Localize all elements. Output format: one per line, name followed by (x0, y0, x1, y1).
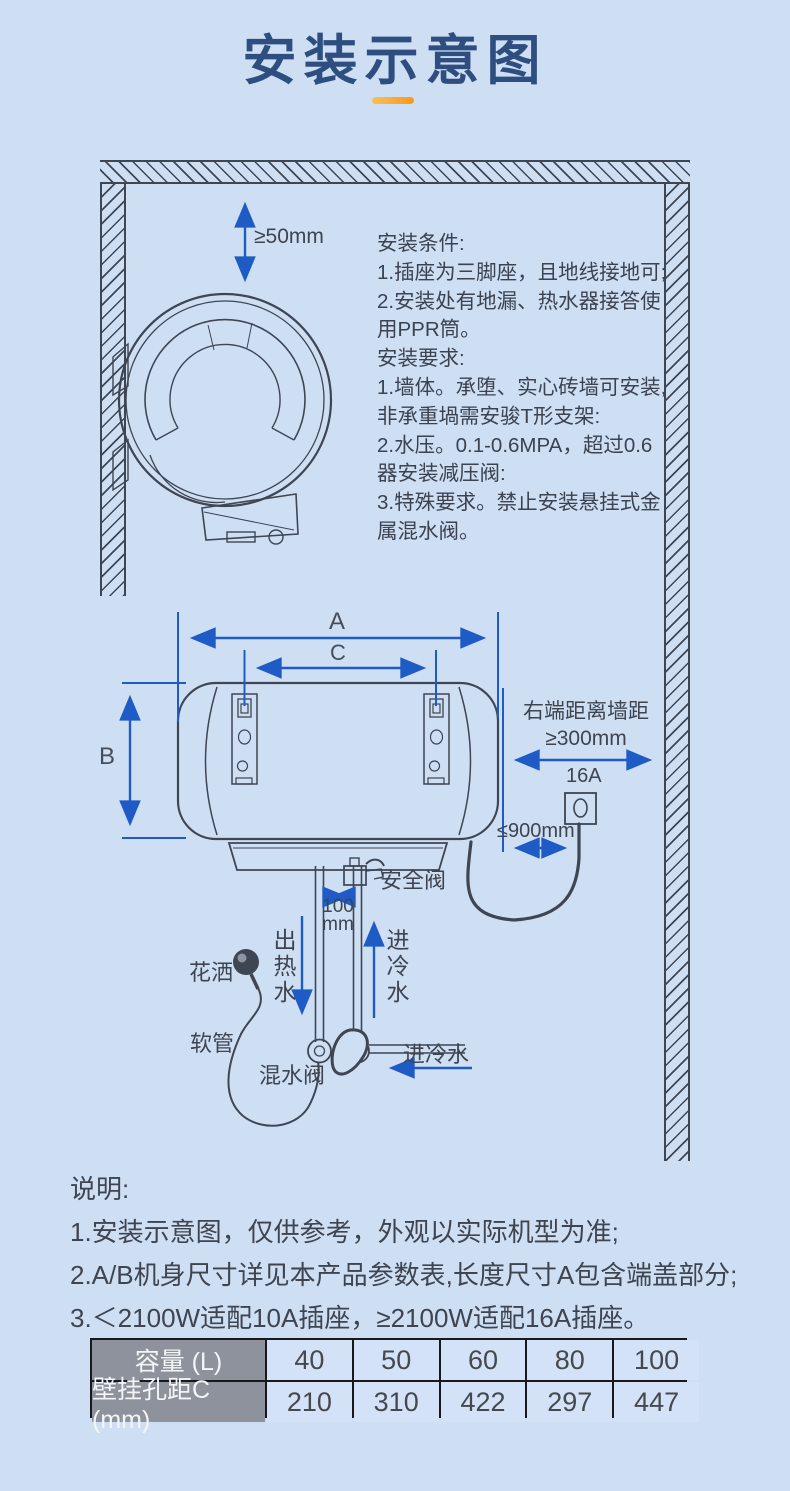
water-heater-front-view (176, 681, 500, 871)
title-accent-dash (372, 97, 414, 104)
cond-line: 非承重堝需安骏T形支架: (377, 404, 601, 428)
ceiling-hatch (100, 160, 690, 184)
cond-line: 2.水压。0.1-0.6MPA，超过0.6 (377, 433, 653, 457)
dim-C-label: C (330, 640, 346, 665)
dim-C-ticks (243, 650, 437, 706)
power-cord (466, 822, 581, 922)
control-box-nub (268, 529, 284, 545)
shower-head (233, 949, 260, 990)
note-item: 1.安装示意图，仅供参考，外观以实际机型为准; (70, 1217, 619, 1247)
hole-distance-value: 422 (440, 1382, 526, 1422)
handle-endcaps (155, 427, 295, 441)
shower-label: 花洒 (189, 960, 234, 985)
wall-bracket-tab-bottom (112, 438, 129, 492)
safety-valve-label: 安全阀 (380, 868, 447, 893)
wall-bracket-tab-top (112, 342, 129, 397)
cond-line: 属混水阀。 (377, 519, 480, 543)
capacity-value: 100 (614, 1340, 699, 1380)
capacity-spec-table: 容量 (L) 40 50 60 80 100 壁挂孔距C (mm) 210 31… (90, 1338, 699, 1434)
cond-line: 3.特殊要求。禁止安装悬挂式金 (377, 491, 661, 515)
tank-outer-circle (117, 292, 333, 508)
right-wall-hatch (664, 184, 690, 1161)
mixing-valve-label: 混水阀 (259, 1063, 326, 1088)
bottom-inner-arc (149, 454, 226, 504)
install-conditions-text: 安装条件: 1.插座为三脚座，且地线接地可; 2.安装处有地漏、热水器接答使 用… (377, 230, 669, 547)
tank-body (176, 681, 500, 841)
hose-label: 软管 (190, 1031, 235, 1056)
hot-water-pipe (314, 866, 325, 1042)
cold-water-in-label: 进冷水 (383, 928, 409, 1006)
table-row-header-capacity: 容量 (L) (92, 1340, 265, 1380)
hole-distance-value: 210 (267, 1382, 352, 1422)
water-pipes (227, 857, 465, 1127)
control-box-line (203, 511, 295, 531)
page-title: 安装示意图 (242, 31, 548, 91)
dimension-arrows (119, 201, 653, 1079)
safety-valve (343, 857, 385, 886)
handle-facet-line (207, 322, 253, 351)
valve-lever (330, 1028, 369, 1076)
cond-line: 安装条件: (377, 232, 465, 255)
handle-inner-arc (169, 343, 281, 429)
note-item: 3.＜2100W适配10A插座，≥2100W适配16A插座。 (70, 1303, 650, 1333)
cond-line: 安装要求: (377, 347, 465, 371)
cond-line: 2.安装处有地漏、热水器接答使 (377, 289, 661, 313)
dim-A-extensions (177, 612, 499, 722)
pipe-gap-unit: mm (322, 914, 354, 935)
notes-section: 说明: 1.安装示意图，仅供参考，外观以实际机型为准; 2.A/B机身尺寸详见本… (70, 1168, 737, 1340)
capacity-value: 40 (267, 1340, 352, 1380)
hole-distance-value: 297 (527, 1382, 613, 1422)
cond-line: 器安装减压阀: (377, 462, 506, 486)
water-heater-side-view (112, 292, 333, 545)
control-box (201, 493, 299, 541)
endcap-seam-right (458, 686, 472, 836)
hole-distance-value: 310 (353, 1382, 439, 1422)
mounting-bracket-left (231, 693, 258, 785)
dim-B-extensions (122, 682, 186, 839)
gap-50mm-label: ≥50mm (254, 225, 324, 248)
pipe-gap-value: 100 (322, 896, 354, 917)
right-wall-note-line1: 右端距离墙距 (523, 700, 649, 723)
cond-line: 1.插座为三脚座，且地线接地可; (377, 260, 667, 284)
socket-rating-label: 16A (566, 765, 602, 787)
table-row-header-hole-distance: 壁挂孔距C (mm) (92, 1376, 265, 1434)
note-item: 2.A/B机身尺寸详见本产品参数表,长度尺寸A包含端盖部分; (70, 1260, 738, 1290)
right-wall-distance-note: 右端距离墙距 ≥300mm (503, 698, 669, 752)
capacity-value: 80 (527, 1340, 613, 1380)
notes-heading: 说明: (70, 1174, 130, 1204)
cold-inlet-pipe (369, 1044, 465, 1054)
mounting-bracket-right (423, 693, 450, 785)
cold-inlet-label: 进冷水 (403, 1042, 470, 1067)
shower-hose (227, 987, 320, 1127)
socket-distance-label: ≤900mm (497, 820, 575, 842)
dim-B-label: B (99, 743, 116, 770)
cond-line: 1.墙体。承堕、实心砖墙可安装, (377, 375, 667, 399)
right-wall-note-line2: ≥300mm (545, 727, 627, 750)
handle-outer-arc (144, 318, 306, 441)
capacity-value: 50 (353, 1340, 439, 1380)
capacity-value: 60 (440, 1340, 526, 1380)
cond-line: 用PPR筒。 (377, 318, 481, 342)
tank-inner-circle (125, 300, 325, 500)
dim-A-label: A (329, 608, 346, 635)
mixing-valve (307, 1028, 370, 1076)
control-box-foot (226, 531, 256, 543)
endcap-seam-left (204, 686, 218, 836)
pipe-gap-label: 100 mm (316, 896, 360, 935)
hole-distance-value: 447 (614, 1382, 699, 1422)
bottom-panel (227, 842, 449, 871)
hot-water-out-label: 出热水 (270, 928, 296, 1006)
cold-water-pipe (352, 866, 363, 1040)
